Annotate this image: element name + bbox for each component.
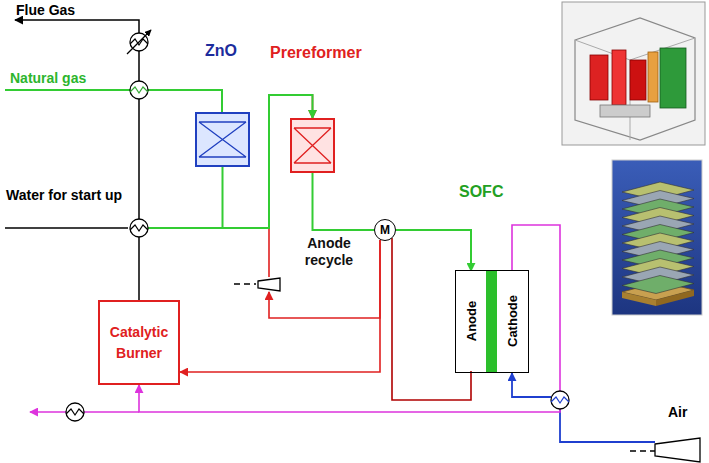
stream-label: Water for start up	[6, 186, 128, 204]
system-render	[630, 60, 646, 100]
blower-shaft	[234, 283, 256, 284]
reactor-symbol	[291, 119, 334, 172]
cathode-compartment: Cathode	[497, 271, 527, 371]
recycle-blower: Anode recycle	[257, 277, 281, 292]
node-text: Anode	[464, 301, 479, 341]
anode-compartment: Anode	[456, 271, 486, 371]
natural-gas-line	[5, 90, 222, 112]
catalyst-bed	[199, 122, 246, 157]
system-render	[575, 18, 695, 140]
zno-vessel: ZnO	[195, 112, 250, 167]
flue-gas-line	[15, 20, 139, 300]
flow-line	[139, 225, 560, 412]
node-text: Prereformer	[270, 44, 362, 62]
stream-label: Natural gas	[10, 70, 86, 86]
heat-exchanger	[66, 403, 84, 421]
system-render	[562, 2, 705, 145]
system-render	[660, 48, 686, 108]
compressor-symbol	[655, 438, 700, 462]
heat-exchanger	[66, 409, 84, 415]
blower-symbol	[258, 278, 280, 291]
catalyst-bed	[294, 128, 331, 163]
reactor-symbol	[195, 112, 250, 167]
node-text: ZnO	[205, 42, 237, 60]
flow-line	[396, 230, 471, 271]
heat-exchanger	[130, 87, 148, 93]
stream-label: Flue Gas	[16, 2, 75, 18]
flow-line	[313, 173, 375, 230]
system-render	[575, 38, 695, 140]
electrolyte-band	[486, 270, 497, 372]
feed-line	[148, 227, 222, 229]
heat-exchanger	[127, 30, 151, 54]
heat-exchanger	[551, 391, 569, 409]
stack-plate	[622, 276, 694, 294]
prereformer-vessel: Prereformer	[290, 118, 335, 173]
sofc-stack: SOFCAnodeCathode	[455, 270, 529, 373]
blower-symbol	[257, 277, 281, 292]
heat-exchanger	[551, 397, 569, 403]
heat-exchanger	[127, 30, 151, 54]
water-line	[5, 227, 128, 229]
flow-line	[269, 240, 380, 318]
heat-exchanger	[130, 81, 148, 99]
node-text: Cathode	[505, 295, 520, 347]
stack-render	[612, 160, 702, 315]
stack-render	[612, 160, 702, 315]
node-text: SOFC	[459, 183, 503, 201]
mixer-circle: M	[374, 219, 396, 241]
node-text: M	[375, 220, 395, 240]
catalytic-burner: Catalytic Burner	[98, 300, 180, 385]
system-render	[648, 52, 658, 102]
node-text: Catalytic Burner	[102, 322, 176, 364]
heat-exchanger	[551, 391, 569, 409]
air-line	[512, 373, 551, 397]
heat-exchanger	[130, 219, 148, 237]
heat-exchanger	[130, 81, 148, 99]
reactor-symbol	[290, 118, 335, 173]
stack-render	[622, 292, 656, 306]
air-line	[560, 409, 655, 442]
system-render	[562, 2, 705, 145]
reactor-symbol	[196, 113, 249, 166]
node-text: Anode recycle	[289, 235, 369, 269]
compressor-shaft	[630, 450, 655, 451]
heat-exchanger	[130, 225, 148, 231]
heat-exchanger	[130, 219, 148, 237]
stack-render	[656, 290, 694, 306]
system-render	[600, 105, 650, 117]
stream-label: Air	[668, 404, 687, 420]
heat-exchanger	[66, 403, 84, 421]
system-render	[590, 55, 608, 100]
system-render	[612, 50, 626, 105]
